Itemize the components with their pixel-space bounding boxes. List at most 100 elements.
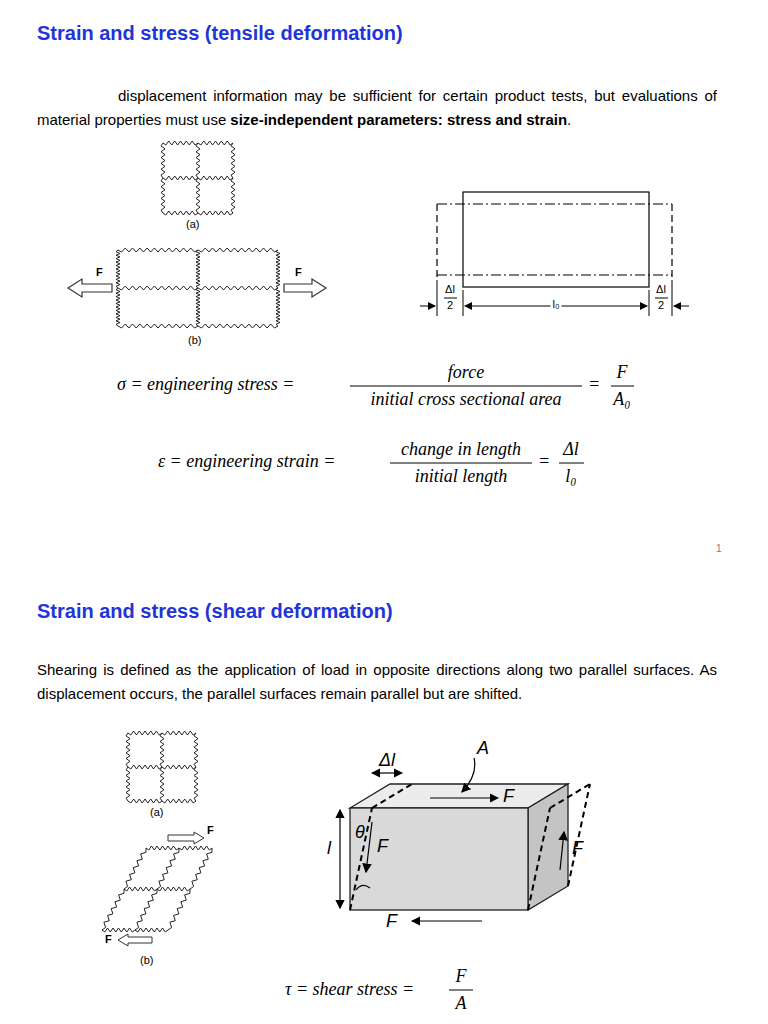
spring (135, 928, 168, 932)
force-label: F (295, 266, 302, 279)
spring (161, 178, 165, 213)
spring (163, 141, 198, 145)
force-label: F (207, 824, 214, 837)
spring (124, 848, 146, 889)
sheared-outline (350, 784, 590, 910)
spring (198, 176, 233, 180)
spring (126, 767, 130, 801)
spring (198, 248, 278, 252)
shear-block (350, 784, 568, 910)
spring (194, 733, 198, 767)
spring (168, 889, 190, 930)
page-number: 1 (716, 543, 722, 555)
spring (162, 731, 196, 735)
spring (162, 765, 196, 769)
force-label: F (105, 933, 112, 946)
deformed-outline (437, 204, 672, 277)
equation-text: = (588, 374, 600, 395)
numerator: Δl (563, 439, 579, 460)
spring (116, 250, 120, 288)
spring (157, 848, 179, 889)
sub-figure-label: (a) (150, 806, 163, 819)
spring (190, 848, 212, 889)
equation-text: = (538, 451, 550, 472)
spring (116, 288, 120, 326)
force-label: F (503, 786, 514, 807)
spring (196, 250, 200, 288)
spring (198, 211, 233, 215)
spring (118, 248, 198, 252)
denominator: A₀ (613, 389, 630, 410)
spring (198, 286, 278, 290)
spring (276, 288, 280, 326)
spring (163, 211, 198, 215)
spring (128, 765, 162, 769)
section-heading: Strain and stress (tensile deformation) (37, 22, 403, 45)
paragraph: displacement information may be sufficie… (37, 84, 717, 132)
denominator: initial length (415, 466, 508, 487)
denominator: initial cross sectional area (370, 389, 561, 410)
shear-arrows (340, 758, 564, 921)
spring (124, 887, 157, 891)
equation-text: ε = engineering strain = (158, 451, 335, 472)
spring (160, 767, 164, 801)
spring (231, 143, 235, 178)
spring (135, 889, 157, 930)
spring (118, 324, 198, 328)
dimension-label: l₀ (550, 298, 561, 311)
numerator: F (617, 362, 628, 383)
dimension-lines (420, 280, 689, 316)
spring (231, 178, 235, 213)
numerator: force (448, 362, 484, 383)
section-heading: Strain and stress (shear deformation) (37, 600, 393, 623)
angle-label: θ (355, 822, 365, 843)
spring (196, 288, 200, 326)
spring (160, 733, 164, 767)
spring (198, 324, 278, 328)
dimension-label: 2 (658, 299, 664, 312)
spring (126, 733, 130, 767)
force-arrow (168, 832, 204, 844)
force-label: F (377, 836, 388, 857)
spring (128, 799, 162, 803)
force-arrow (68, 279, 112, 297)
spring (179, 846, 212, 850)
spring (194, 767, 198, 801)
spring (161, 143, 165, 178)
denominator: l₀ (565, 466, 576, 487)
spring (118, 286, 198, 290)
height-label: l (327, 838, 331, 859)
denominator: A (456, 993, 467, 1014)
sub-figure-label: (b) (188, 334, 201, 347)
force-arrow (284, 279, 326, 297)
dimension-label: Δl (656, 283, 666, 296)
body-text: Shearing is defined as the application o… (37, 661, 717, 702)
body-text: . (567, 111, 571, 128)
spring (162, 799, 196, 803)
numerator: change in length (401, 439, 521, 460)
spring (196, 178, 200, 213)
force-arrow (118, 934, 152, 946)
sub-figure-label: (a) (186, 218, 199, 231)
force-label: F (96, 266, 103, 279)
force-label: F (572, 838, 583, 859)
spring (102, 928, 135, 932)
spring (102, 889, 124, 930)
spring (196, 143, 200, 178)
force-label: F (386, 911, 397, 932)
displacement-label: Δl (379, 750, 395, 771)
spring (157, 887, 190, 891)
sub-figure-label: (b) (140, 954, 153, 967)
area-label: A (477, 738, 489, 759)
equation-text: τ = shear stress = (285, 979, 414, 1000)
equation-text: σ = engineering stress = (117, 374, 295, 395)
specimen-outline (463, 192, 649, 287)
spring (276, 250, 280, 288)
spring (128, 731, 162, 735)
bold-text: size-independent parameters: stress and … (230, 111, 567, 128)
paragraph: Shearing is defined as the application o… (37, 658, 717, 706)
spring (146, 846, 179, 850)
dimension-label: Δl (445, 283, 455, 296)
spring (163, 176, 198, 180)
